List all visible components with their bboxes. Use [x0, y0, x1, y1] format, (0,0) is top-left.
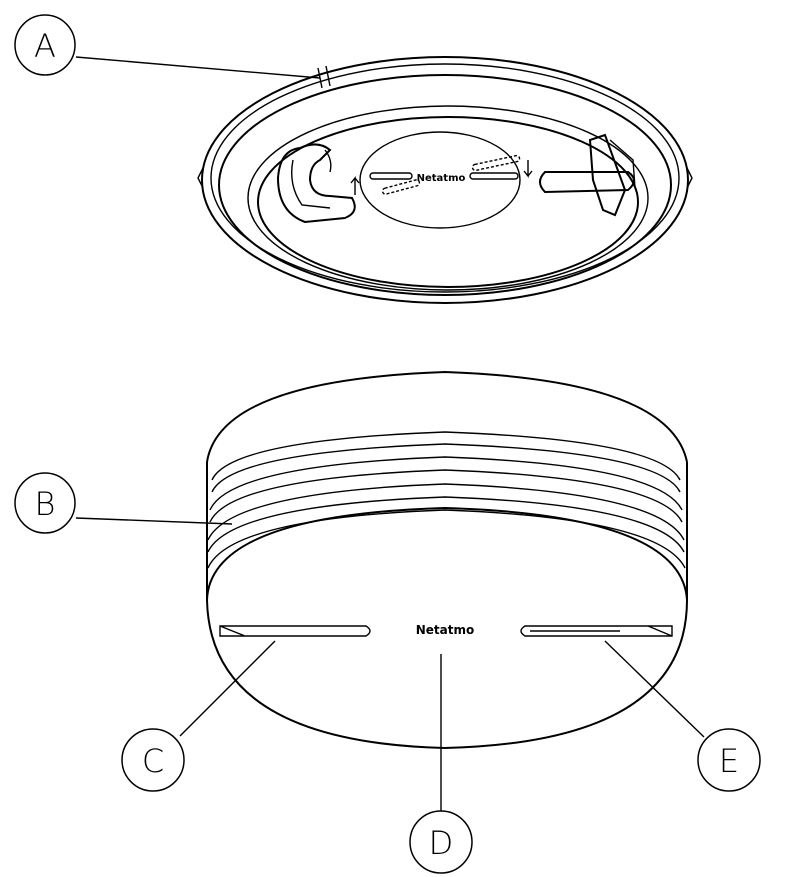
callout-b: B	[14, 472, 76, 534]
callout-a: A	[14, 14, 76, 76]
callout-d-label: D	[429, 824, 454, 862]
mounting-base-plate: Netatmo	[197, 56, 693, 304]
right-slot	[520, 625, 673, 637]
callout-e: E	[697, 728, 761, 792]
callout-b-label: B	[35, 485, 56, 523]
base-brand-text: Netatmo	[417, 173, 466, 184]
left-hook	[276, 143, 356, 224]
leader-lines	[75, 56, 705, 812]
callout-d: D	[409, 810, 473, 874]
detector-brand-text: Netatmo	[416, 623, 475, 637]
vent-grooves	[207, 431, 686, 569]
callout-a-label: A	[34, 27, 56, 65]
right-latch	[539, 133, 636, 217]
callout-e-label: E	[719, 742, 739, 780]
callout-c-label: C	[142, 742, 164, 780]
left-slot	[219, 625, 371, 637]
detector-body: Netatmo	[205, 370, 689, 750]
callout-c: C	[121, 728, 185, 792]
base-center-label	[359, 131, 521, 229]
